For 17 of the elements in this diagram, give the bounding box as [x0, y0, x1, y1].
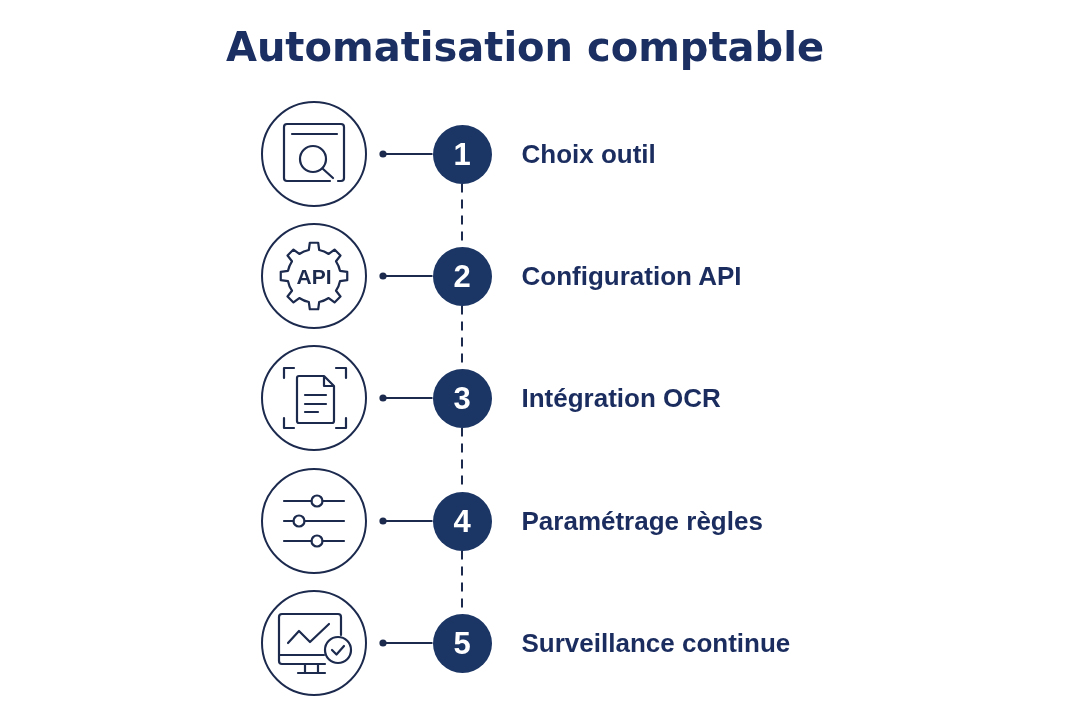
step-label: Paramétrage règles: [521, 505, 763, 537]
connector-line: [379, 272, 434, 280]
step-number: 4: [453, 505, 471, 537]
step-number: 2: [453, 260, 471, 292]
step-label: Configuration API: [521, 260, 742, 292]
step-label: Intégration OCR: [521, 382, 721, 414]
step-number: 3: [453, 382, 471, 414]
connector-line: [379, 517, 434, 525]
connector-line: [379, 639, 434, 647]
step-number: 5: [453, 627, 471, 659]
step-label: Choix outil: [521, 138, 656, 170]
connector-line: [379, 150, 434, 158]
step-number: 1: [453, 138, 471, 170]
step-label: Surveillance continue: [521, 627, 791, 659]
icon-caption: API: [296, 265, 332, 287]
title: Automatisation comptable: [225, 23, 825, 72]
connector-line: [379, 394, 434, 402]
